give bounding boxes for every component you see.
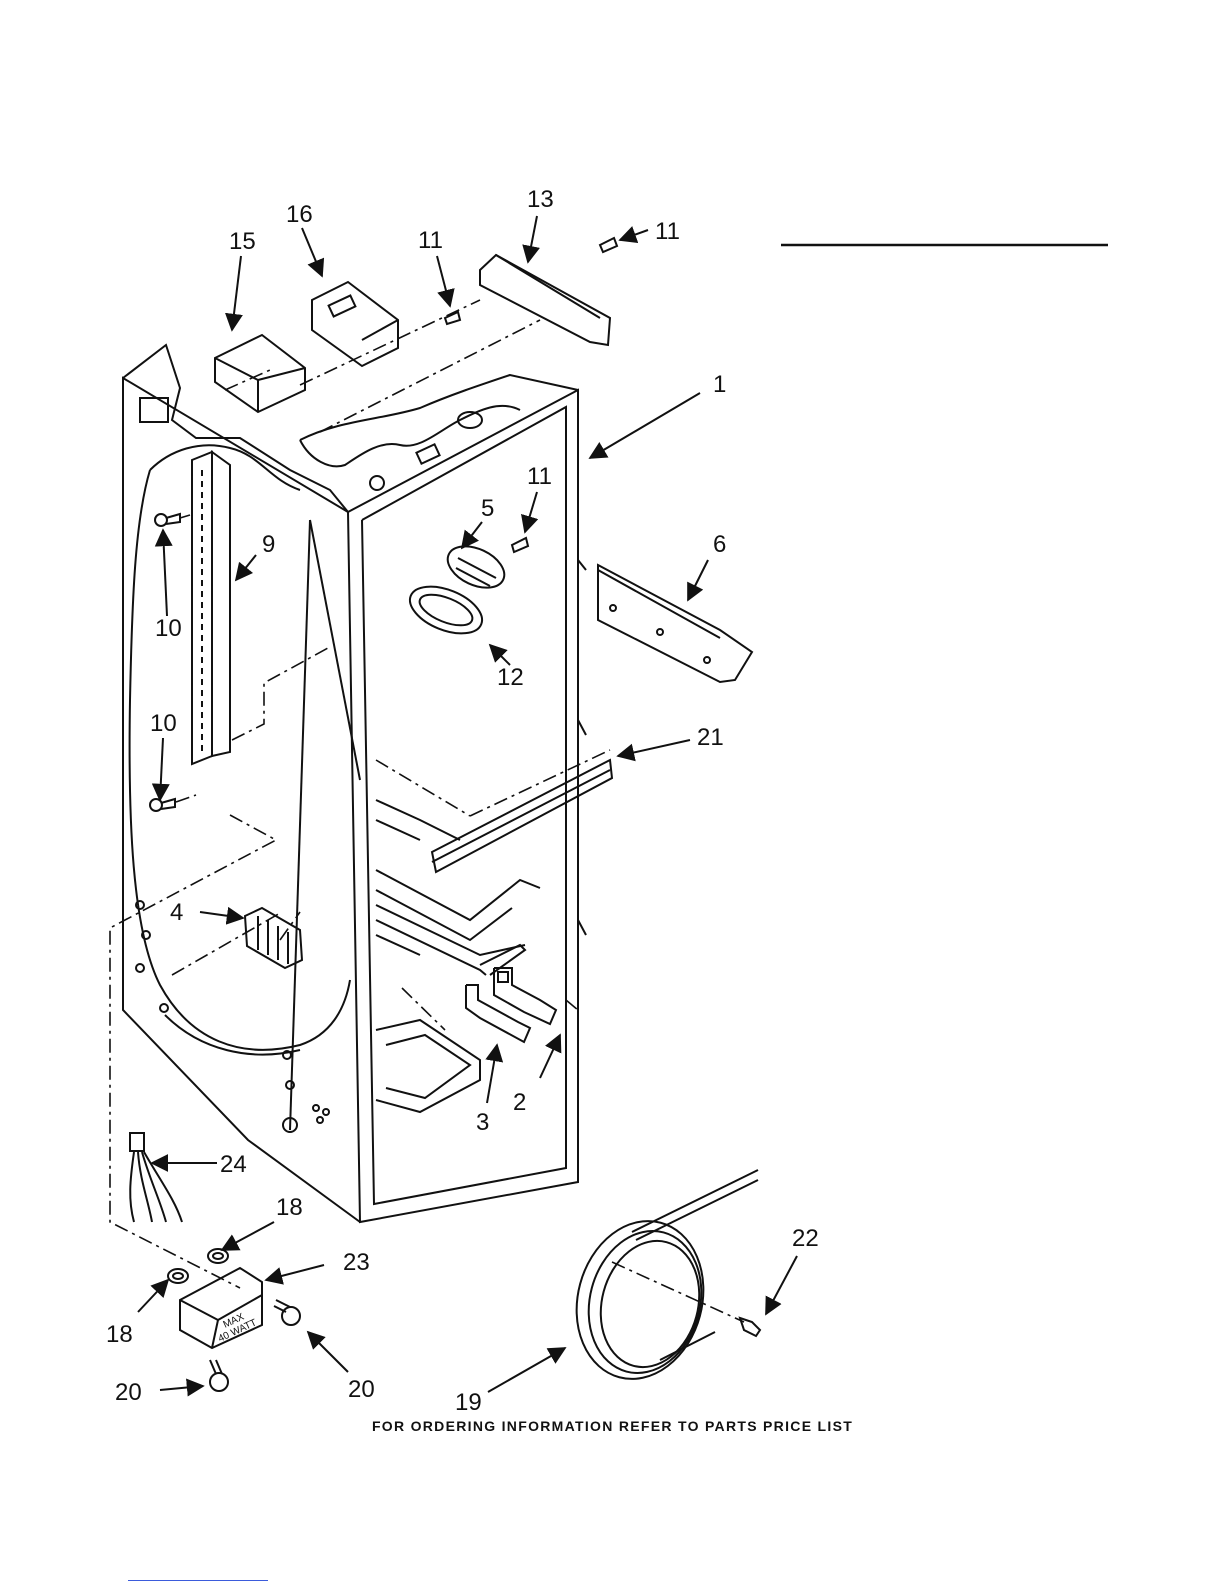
lamp-bulbs: [210, 1300, 300, 1391]
callout-11-top: 11: [418, 227, 443, 254]
callout-13: 13: [527, 186, 554, 213]
callout-18-lower: 18: [106, 1321, 133, 1348]
ordering-information-footer: FOR ORDERING INFORMATION REFER TO PARTS …: [0, 1418, 1225, 1434]
heater-coil: [559, 1170, 758, 1393]
callout-21: 21: [697, 724, 724, 751]
callout-5: 5: [481, 495, 494, 522]
callout-19: 19: [455, 1389, 482, 1416]
callout-1: 1: [713, 371, 726, 398]
wiring-harness: [130, 1133, 182, 1222]
bottom-link-underline[interactable]: [128, 1580, 268, 1581]
callout-22: 22: [792, 1225, 819, 1252]
callout-16: 16: [286, 201, 313, 228]
vent-grille: [441, 538, 511, 596]
mounting-screws: [150, 238, 617, 811]
callout-11-right: 11: [655, 218, 680, 245]
cross-brace: [432, 760, 612, 872]
callout-24: 24: [220, 1151, 247, 1178]
assembly-lines: [110, 300, 744, 1322]
callout-2: 2: [513, 1089, 526, 1116]
callout-4: 4: [170, 899, 183, 926]
top-channel: [480, 255, 610, 345]
callout-20-right: 20: [348, 1376, 375, 1403]
callout-20-left: 20: [115, 1379, 142, 1406]
callout-11-center: 11: [527, 463, 552, 490]
callout-18-upper: 18: [276, 1194, 303, 1221]
callout-3: 3: [476, 1109, 489, 1136]
shelf-support: [598, 565, 752, 682]
shelf-rail: [192, 452, 230, 764]
callout-6: 6: [713, 531, 726, 558]
drawer-slide-brackets: [466, 968, 556, 1042]
lamp-socket: MAX 40 WATT: [180, 1268, 262, 1348]
callout-23: 23: [343, 1249, 370, 1276]
callout-12: 12: [497, 664, 524, 691]
callout-10-upper: 10: [155, 615, 182, 642]
callout-labels: 1 2 3 4 5 6 9 10 10 11 11 11 12 13 15 16…: [106, 186, 819, 1416]
leader-arrows: [138, 216, 797, 1392]
callout-15: 15: [229, 228, 256, 255]
callout-9: 9: [262, 531, 275, 558]
light-switch-housing: [215, 335, 305, 412]
control-bracket: [312, 282, 398, 366]
callout-10-lower: 10: [150, 710, 177, 737]
shelf-ledges: [376, 800, 540, 975]
